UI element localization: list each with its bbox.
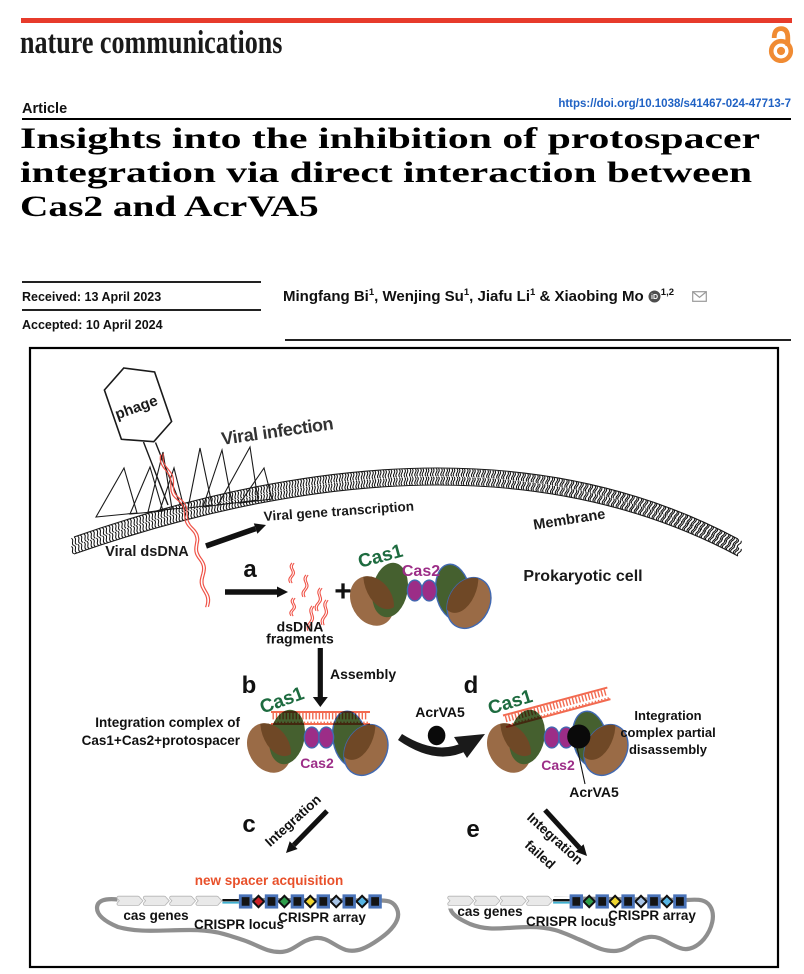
svg-text:CRISPR locus: CRISPR locus (194, 917, 284, 932)
svg-text:Integration complex of: Integration complex of (95, 715, 240, 730)
svg-text:Cas2: Cas2 (402, 563, 440, 580)
svg-text:Cas1+Cas2+protospacer: Cas1+Cas2+protospacer (82, 733, 241, 748)
svg-text:cas genes: cas genes (457, 904, 522, 919)
svg-text:CRISPR locus: CRISPR locus (526, 914, 616, 929)
svg-text:Assembly: Assembly (330, 666, 396, 682)
svg-text:AcrVA5: AcrVA5 (569, 784, 619, 800)
svg-text:b: b (242, 672, 257, 699)
svg-text:CRISPR array: CRISPR array (278, 910, 366, 925)
svg-text:Viral dsDNA: Viral dsDNA (105, 544, 189, 560)
svg-text:complex partial: complex partial (620, 725, 715, 740)
svg-text:Cas2: Cas2 (541, 757, 575, 773)
svg-text:CRISPR array: CRISPR array (608, 908, 696, 923)
svg-text:fragments: fragments (266, 631, 334, 647)
svg-text:dsDNA: dsDNA (277, 619, 324, 635)
svg-text:e: e (466, 816, 479, 843)
svg-text:cas genes: cas genes (123, 908, 188, 923)
svg-text:new spacer acquisition: new spacer acquisition (195, 873, 344, 888)
svg-text:+: + (334, 575, 352, 608)
svg-text:disassembly: disassembly (629, 742, 708, 757)
svg-text:c: c (242, 811, 255, 838)
svg-text:Cas2: Cas2 (300, 755, 334, 771)
svg-text:d: d (464, 672, 479, 699)
svg-text:iD: iD (651, 294, 658, 301)
svg-text:AcrVA5: AcrVA5 (415, 704, 465, 720)
svg-text:Prokaryotic cell: Prokaryotic cell (523, 568, 642, 585)
svg-text:a: a (243, 556, 257, 583)
svg-text:Integration: Integration (634, 708, 701, 723)
